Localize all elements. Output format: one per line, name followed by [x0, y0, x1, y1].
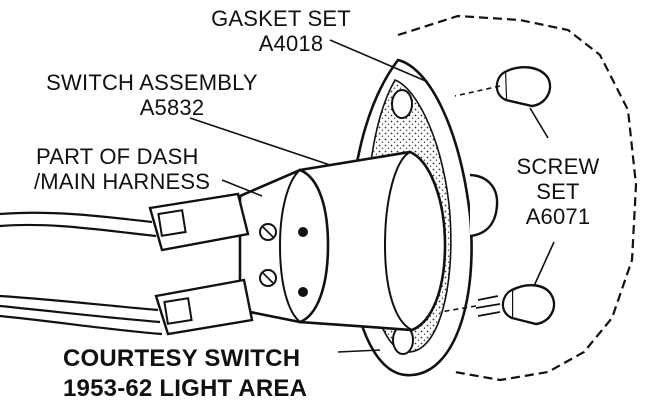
switch-assembly-title: SWITCH ASSEMBLY [46, 70, 258, 95]
screw-set-line-2: SET [536, 179, 580, 204]
harness-line-1: PART OF DASH [36, 144, 199, 169]
screw-set-part-number: A6071 [525, 204, 591, 229]
flange-hole-top [391, 89, 413, 119]
leader-harness [221, 179, 263, 197]
connector-plug-lower [154, 278, 254, 336]
caption-line-2: 1953-62 LIGHT AREA [63, 375, 308, 402]
screw-set-label: SCREW SET A6071 [508, 154, 608, 229]
screw-set-line-1: SCREW [516, 154, 600, 179]
leader-screw-upper [529, 107, 549, 139]
harness-line-2: /MAIN HARNESS [34, 169, 211, 194]
gasket-set-title: GASKET SET [211, 6, 351, 31]
leader-screw-lower [533, 241, 555, 287]
harness-wires [0, 211, 163, 336]
screw-upper [454, 66, 552, 108]
gasket-set-part-number: A4018 [258, 31, 324, 56]
diagram-caption: COURTESY SWITCH 1953-62 LIGHT AREA [63, 344, 307, 404]
leader-lines [189, 39, 555, 353]
switch-assembly-label: SWITCH ASSEMBLY A5832 [32, 70, 272, 120]
screw-lower [439, 284, 556, 326]
switch-body [238, 150, 447, 332]
leader-switch-assembly [189, 117, 331, 166]
caption-line-1: COURTESY SWITCH [63, 345, 301, 372]
switch-assembly-part-number: A5832 [139, 95, 205, 120]
switch-plunger [469, 173, 499, 238]
leader-courtesy-switch [337, 349, 381, 353]
leader-gasket [329, 39, 429, 83]
harness-label: PART OF DASH /MAIN HARNESS [34, 144, 211, 194]
connector-plug-upper [148, 192, 250, 252]
dash-panel-outline [397, 14, 638, 382]
gasket-set-label: GASKET SET A4018 [206, 6, 356, 56]
